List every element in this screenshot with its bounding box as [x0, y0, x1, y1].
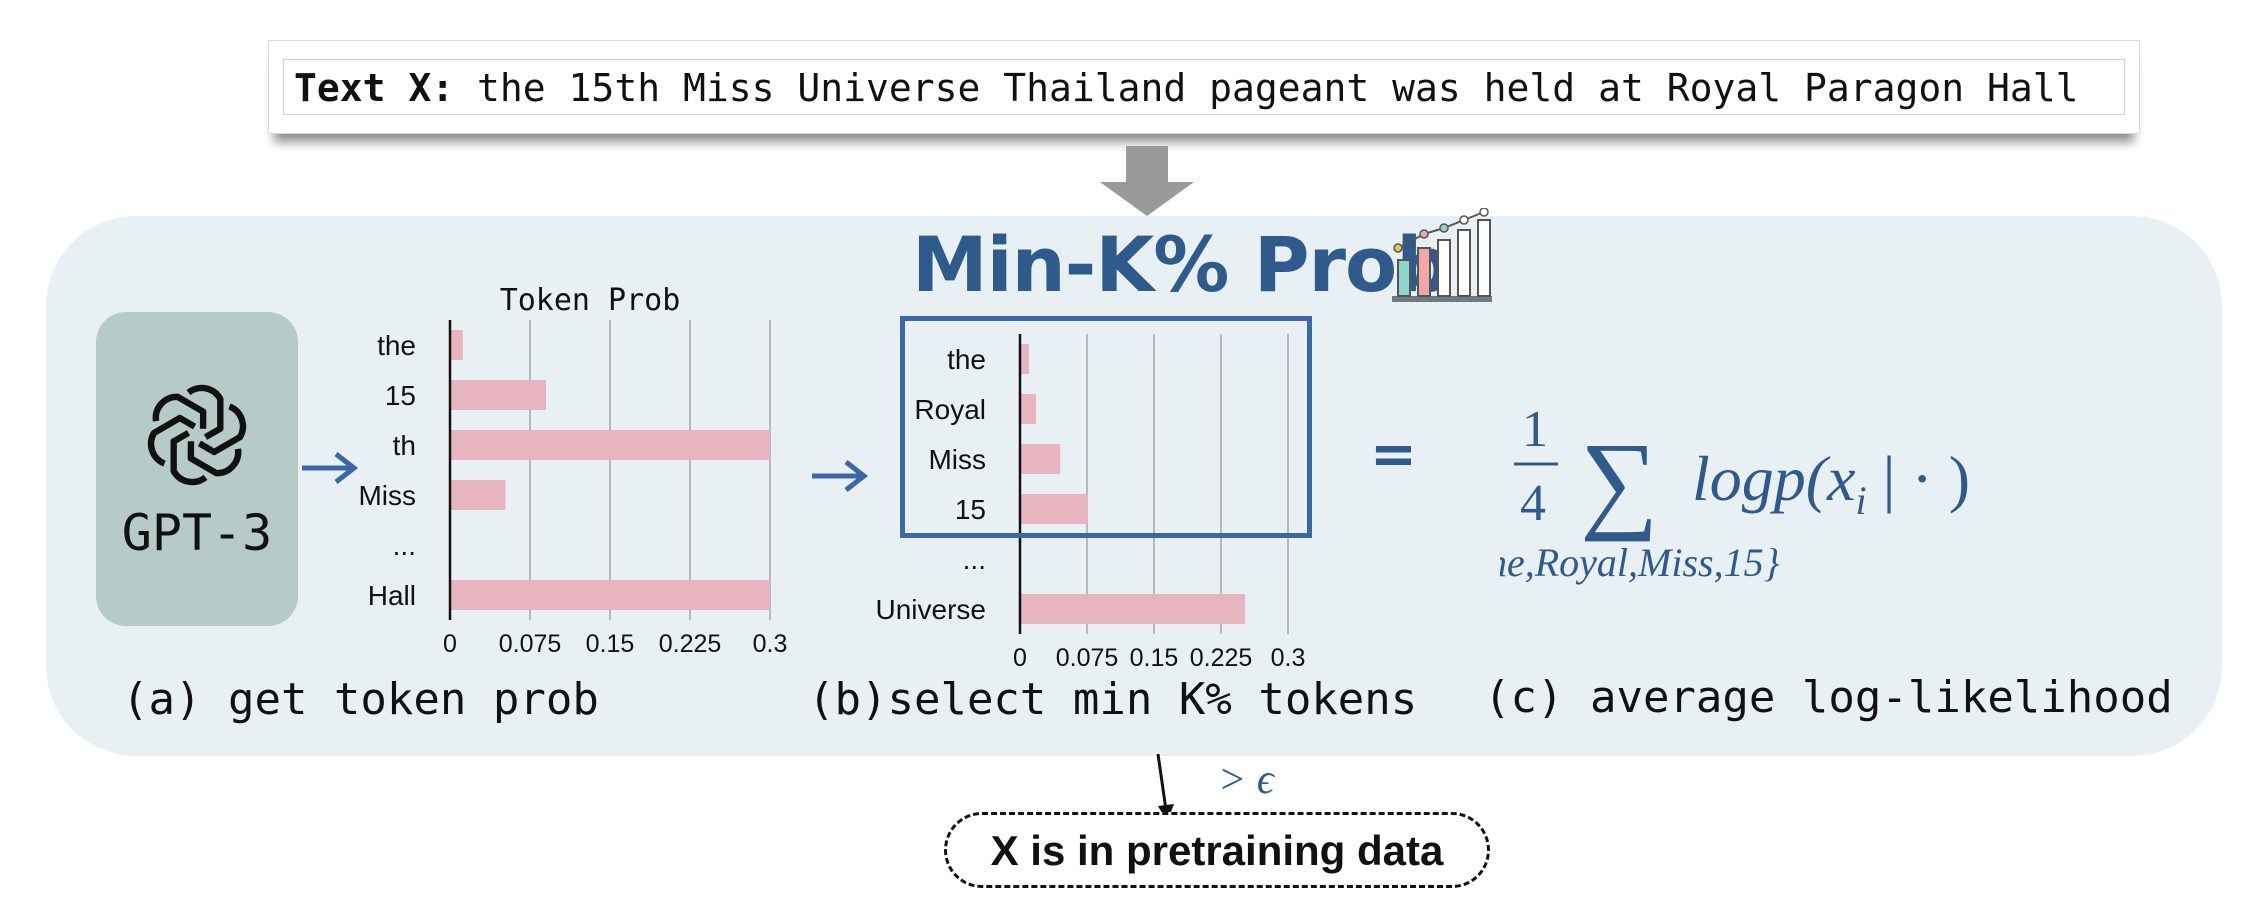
category-label: Miss	[928, 444, 986, 475]
category-label: 15	[955, 494, 986, 525]
x-tick-label: 0.075	[1056, 644, 1119, 672]
bar	[450, 330, 463, 360]
category-label: ...	[393, 530, 416, 561]
bar	[1020, 594, 1246, 624]
formula-sum: ∑	[1580, 420, 1658, 542]
formula-rest: | · )	[1867, 443, 1970, 514]
category-label: Miss	[358, 480, 416, 511]
x-tick-label: 0.225	[659, 630, 722, 658]
category-label: Hall	[368, 580, 416, 611]
equals-sign: =	[1370, 422, 1417, 487]
formula-body: logp(xi | · )	[1692, 443, 1970, 523]
gpt3-label: GPT-3	[121, 504, 273, 562]
chart-title: Token Prob	[500, 283, 681, 318]
bar	[1020, 494, 1088, 524]
category-label: ...	[963, 544, 986, 575]
caption-a: (a) get token prob	[122, 674, 599, 725]
gray-down-arrow-icon	[1100, 146, 1194, 216]
bar	[1020, 444, 1061, 474]
x-tick-label: 0.15	[1130, 644, 1179, 672]
category-label: 15	[385, 380, 416, 411]
bar	[450, 580, 770, 610]
result-box: X is in pretraining data	[944, 812, 1490, 888]
input-text-frame: Text X: the 15th Miss Universe Thailand …	[283, 59, 2125, 115]
x-tick-label: 0.3	[1271, 644, 1306, 672]
method-panel	[46, 216, 2222, 756]
category-label: th	[393, 430, 416, 461]
category-label: Royal	[914, 394, 986, 425]
x-tick-label: 0.15	[586, 630, 635, 658]
right-arrow-icon	[812, 460, 869, 492]
openai-logo-icon	[144, 384, 250, 488]
right-arrow-icon	[302, 452, 359, 484]
formula-sub: i	[1856, 478, 1867, 523]
formula-logp: logp(x	[1692, 443, 1856, 514]
caption-b: (b)select min K% tokens	[808, 674, 1418, 725]
bar-chart-icon	[1392, 208, 1492, 302]
category-label: Universe	[876, 594, 986, 625]
threshold-label: > ϵ	[1218, 757, 1274, 803]
input-sentence: the 15th Miss Universe Thailand pageant …	[477, 66, 2079, 110]
method-title: Min-K% Prob	[912, 220, 1451, 309]
input-text-box: Text X: the 15th Miss Universe Thailand …	[268, 40, 2140, 134]
bar	[450, 380, 546, 410]
caption-c: (c) average log-likelihood	[1484, 672, 2173, 723]
formula-under-set: ∈{the,Royal,Miss,15}	[1500, 540, 1780, 585]
input-label: Text X:	[294, 66, 455, 110]
token-prob-chart: Token Prob 0 0.075 0.15 0.225 0.3 the 15 thMiss.…	[358, 283, 788, 658]
x-tick-label: 0.225	[1190, 644, 1253, 672]
category-label: the	[377, 330, 416, 361]
input-text: Text X: the 15th Miss Universe Thailand …	[294, 66, 2079, 110]
x-tick-label: 0.075	[499, 630, 562, 658]
category-label: the	[947, 344, 986, 375]
x-tick-label: 0	[443, 630, 457, 658]
min-k-selection-box	[900, 316, 1312, 538]
bar	[1020, 344, 1029, 374]
bar	[450, 430, 770, 460]
log-likelihood-formula: 1 4 ∑ logp(xi | · ) xi∈{the,Royal,Miss,1…	[1500, 401, 1970, 592]
gpt3-model-box: GPT-3	[96, 312, 298, 626]
formula-numerator: 1	[1522, 401, 1548, 458]
x-tick-label: 0.3	[753, 630, 788, 658]
result-text: X is in pretraining data	[990, 827, 1444, 874]
x-tick-label: 0	[1013, 644, 1027, 672]
formula-under: xi∈{the,Royal,Miss,15}	[1500, 540, 1780, 592]
bar	[1020, 394, 1037, 424]
formula-denominator: 4	[1520, 475, 1546, 532]
bar	[450, 480, 506, 510]
